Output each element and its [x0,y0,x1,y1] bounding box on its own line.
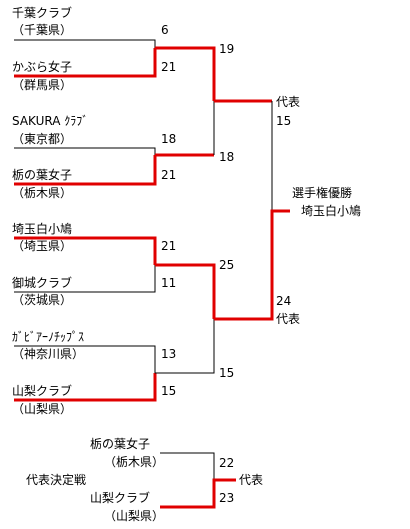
score: 22 [219,456,234,470]
score: 21 [161,239,176,253]
playoff-team-pref: （栃木県） [104,455,164,469]
r2-line-loser [155,319,215,374]
score: 25 [219,258,234,272]
team-name: 御城クラブ [12,275,72,290]
playoff-team-name: 栃の葉女子 [90,436,150,451]
team-name: ｶﾞﾋﾞｱｰﾉﾁｯﾌﾟｽ [12,330,84,344]
team-pref: （神奈川県） [12,347,84,361]
team-name: かぶら女子 [12,59,72,74]
r2-line-winner [155,46,216,101]
r1-line-loser [14,265,156,293]
playoff-team-pref: （山梨県） [104,509,164,523]
score: 21 [161,60,176,74]
team-pref: （栃木県） [12,186,72,200]
r1-line-loser [14,345,156,373]
score: 18 [161,132,176,146]
representative-label: 代表 [276,312,300,326]
r1-line-winner [14,48,157,78]
r1-line-winner [14,373,157,402]
team-pref: （千葉県） [12,23,72,37]
score: 15 [276,114,291,128]
score: 23 [219,491,234,505]
champion-name: 埼玉白小鳩 [301,203,361,218]
score: 11 [161,276,176,290]
team-name: SAKURA ｸﾗﾌﾞ [12,114,88,128]
score: 15 [161,384,176,398]
representative-label: 代表 [276,95,300,109]
score: 18 [219,150,234,164]
r1-line-loser [14,39,156,48]
score: 13 [161,347,176,361]
team-name: 栃の葉女子 [12,167,72,182]
r2-line-winner [155,263,216,319]
r3-line-winner [214,209,290,321]
score: 15 [219,366,234,380]
team-pref: （埼玉県） [12,239,72,253]
team-pref: （群馬県） [12,78,72,92]
team-pref: （東京都） [12,132,72,146]
playoff-team-name: 山梨クラブ [90,490,150,505]
score: 21 [161,168,176,182]
playoff-line-loser [160,452,215,480]
playoff-line-winner [160,478,236,509]
team-name: 埼玉白小鳩 [12,221,72,236]
team-pref: （山梨県） [12,402,72,416]
champion-title: 選手権優勝 [292,185,352,200]
representative-label: 代表 [239,473,263,487]
team-name: 千葉クラブ [12,5,72,20]
playoff-title: 代表決定戦 [26,472,86,487]
r1-line-winner [14,236,157,265]
score: 6 [161,23,169,37]
r1-line-loser [14,147,156,155]
score: 19 [219,42,234,56]
team-pref: （茨城県） [12,293,72,307]
score: 24 [276,294,291,308]
team-name: 山梨クラブ [12,383,72,398]
r1-line-winner [14,155,157,186]
